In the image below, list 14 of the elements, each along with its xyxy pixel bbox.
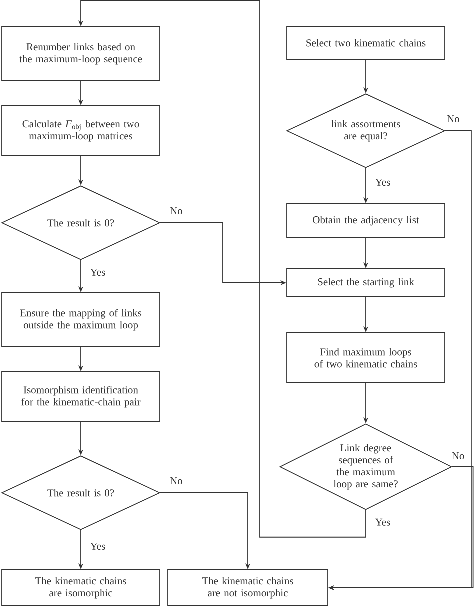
process-box: Find maximum loops of two kinematic chains [286,332,446,384]
process-box: Select the starting link [286,268,446,298]
process-box: Obtain the adjacency list [286,204,446,238]
edge-label: No [169,476,184,486]
edge-label: No [446,114,461,124]
edge-label: No [169,206,184,216]
process-box: Renumber links based on the maximum-loop sequence [2,26,160,82]
process-box: Calculate F$_{obj}$ between two maximum-loop matrices [2,106,160,156]
process-box: Isomorphism identification for the kinematic-chain pair [2,372,160,422]
edge-label: No [450,452,466,460]
process-box: The kinematic chains are not isomorphic [168,570,328,606]
process-box: Select two kinematic chains [286,26,446,60]
process-box: The kinematic chains are isomorphic [2,570,160,606]
process-box: Ensure the mapping of links outside the maximum loop [2,292,160,348]
